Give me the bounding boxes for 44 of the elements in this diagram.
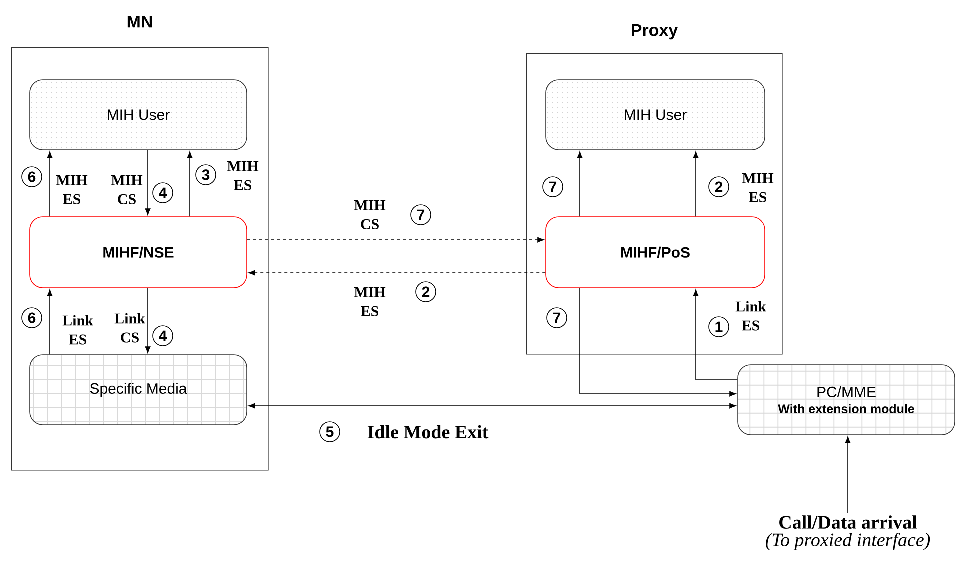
edge-label: MIH ES <box>354 288 386 316</box>
edge-label: MIH ES <box>227 162 259 190</box>
edge-label: MIH ES <box>742 174 774 202</box>
step-number: 7 <box>410 204 432 226</box>
edge-label: MIH CS <box>354 200 386 230</box>
edge-label: Link ES <box>62 315 94 345</box>
step-number: 3 <box>196 164 216 186</box>
arrow <box>47 152 53 217</box>
arrow <box>247 237 544 243</box>
arrow <box>693 290 738 380</box>
step-number: 5 <box>320 422 340 442</box>
edge-label: MIH CS <box>111 176 143 204</box>
arrow <box>248 403 736 409</box>
function-box: MIHF/PoS <box>546 216 766 288</box>
node-label: Proxy <box>632 24 678 40</box>
arrow <box>145 288 151 354</box>
arrow <box>47 290 53 355</box>
arrow <box>145 150 151 216</box>
node-label: MN <box>128 16 152 28</box>
arrow <box>248 270 546 276</box>
edge-label: Link ES <box>736 301 766 331</box>
component-box: MIH User <box>30 80 248 150</box>
edge-label: Idle Mode Exit <box>368 425 489 439</box>
component-box: Specific Media <box>30 354 248 426</box>
step-number: 2 <box>416 282 436 302</box>
edge-label: Link CS <box>114 313 146 343</box>
arrow <box>580 288 736 397</box>
step-number: 4 <box>152 326 174 346</box>
step-number: 2 <box>708 176 730 198</box>
step-number: 7 <box>542 176 564 198</box>
step-number: 6 <box>22 308 42 328</box>
component-box: MIH User <box>546 80 766 150</box>
server-box: PC/MME With extension module <box>738 364 956 436</box>
arrow <box>577 152 583 217</box>
step-number: 4 <box>152 182 174 204</box>
arrow <box>845 436 851 514</box>
edge-label: MIH ES <box>56 176 88 204</box>
bare-text: Call/Data arrival (To proxied interface) <box>766 516 930 550</box>
arrow <box>693 152 699 217</box>
step-number: 6 <box>22 166 42 188</box>
function-box: MIHF/NSE <box>30 216 248 288</box>
step-number: 7 <box>546 308 568 328</box>
step-number: 1 <box>708 316 730 338</box>
arrow <box>187 152 193 217</box>
